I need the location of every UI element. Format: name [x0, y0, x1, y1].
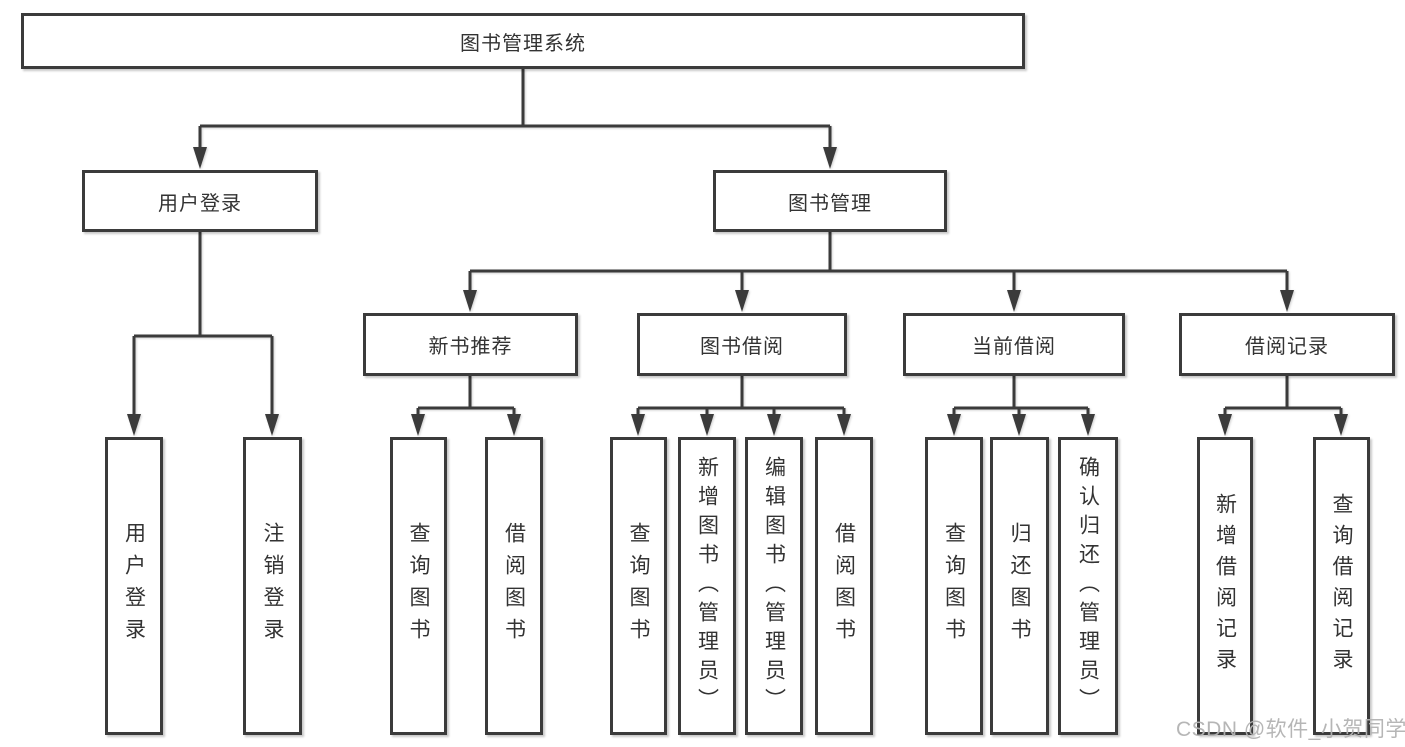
leaf-recommend-query-books-label: 查询图书 [407, 522, 430, 650]
leaf-add-books-admin-label: 新增图书（管理员） [695, 455, 719, 717]
leaf-return-books: 归还图书 [990, 437, 1049, 735]
node-borrow-records: 借阅记录 [1179, 313, 1395, 376]
node-borrow-records-label: 借阅记录 [1245, 336, 1329, 358]
node-user-login-group: 用户登录 [82, 170, 318, 232]
leaf-edit-books-admin: 编辑图书（管理员） [745, 437, 803, 735]
node-root-label: 图书管理系统 [460, 32, 586, 55]
node-new-book-recommend: 新书推荐 [363, 313, 578, 376]
leaf-add-borrow-record: 新增借阅记录 [1197, 437, 1253, 735]
leaf-current-query-books: 查询图书 [925, 437, 983, 735]
leaf-borrow-books: 借阅图书 [815, 437, 873, 735]
node-new-book-recommend-label: 新书推荐 [428, 336, 513, 358]
leaf-query-borrow-record: 查询借阅记录 [1313, 437, 1370, 735]
node-user-login-group-label: 用户登录 [158, 192, 242, 215]
leaf-query-borrow-record-label: 查询借阅记录 [1330, 493, 1353, 679]
watermark: CSDN @软件_小贺同学 [1176, 718, 1405, 741]
leaf-current-query-books-label: 查询图书 [942, 522, 966, 650]
node-book-management-label: 图书管理 [788, 192, 872, 215]
leaf-add-borrow-record-label: 新增借阅记录 [1213, 493, 1237, 679]
leaf-user-login: 用户登录 [105, 437, 163, 735]
leaf-borrow-query-books: 查询图书 [610, 437, 667, 735]
leaf-return-books-label: 归还图书 [1008, 522, 1031, 650]
node-root: 图书管理系统 [21, 13, 1025, 69]
leaf-recommend-borrow-books-label: 借阅图书 [502, 522, 526, 650]
leaf-borrow-books-label: 借阅图书 [832, 522, 856, 650]
leaf-logout-label: 注销登录 [261, 522, 284, 650]
leaf-recommend-borrow-books: 借阅图书 [485, 437, 543, 735]
leaf-confirm-return-admin: 确认归还（管理员） [1058, 437, 1118, 735]
node-book-management: 图书管理 [713, 170, 947, 232]
leaf-edit-books-admin-label: 编辑图书（管理员） [762, 455, 786, 717]
leaf-add-books-admin: 新增图书（管理员） [678, 437, 736, 735]
leaf-user-login-label: 用户登录 [122, 522, 146, 650]
leaf-borrow-query-books-label: 查询图书 [627, 522, 650, 650]
node-current-borrow: 当前借阅 [903, 313, 1125, 376]
leaf-logout: 注销登录 [243, 437, 302, 735]
node-book-borrow-label: 图书借阅 [700, 336, 784, 358]
leaf-confirm-return-admin-label: 确认归还（管理员） [1076, 455, 1100, 717]
node-current-borrow-label: 当前借阅 [972, 336, 1056, 358]
leaf-recommend-query-books: 查询图书 [390, 437, 447, 735]
node-book-borrow: 图书借阅 [637, 313, 847, 376]
